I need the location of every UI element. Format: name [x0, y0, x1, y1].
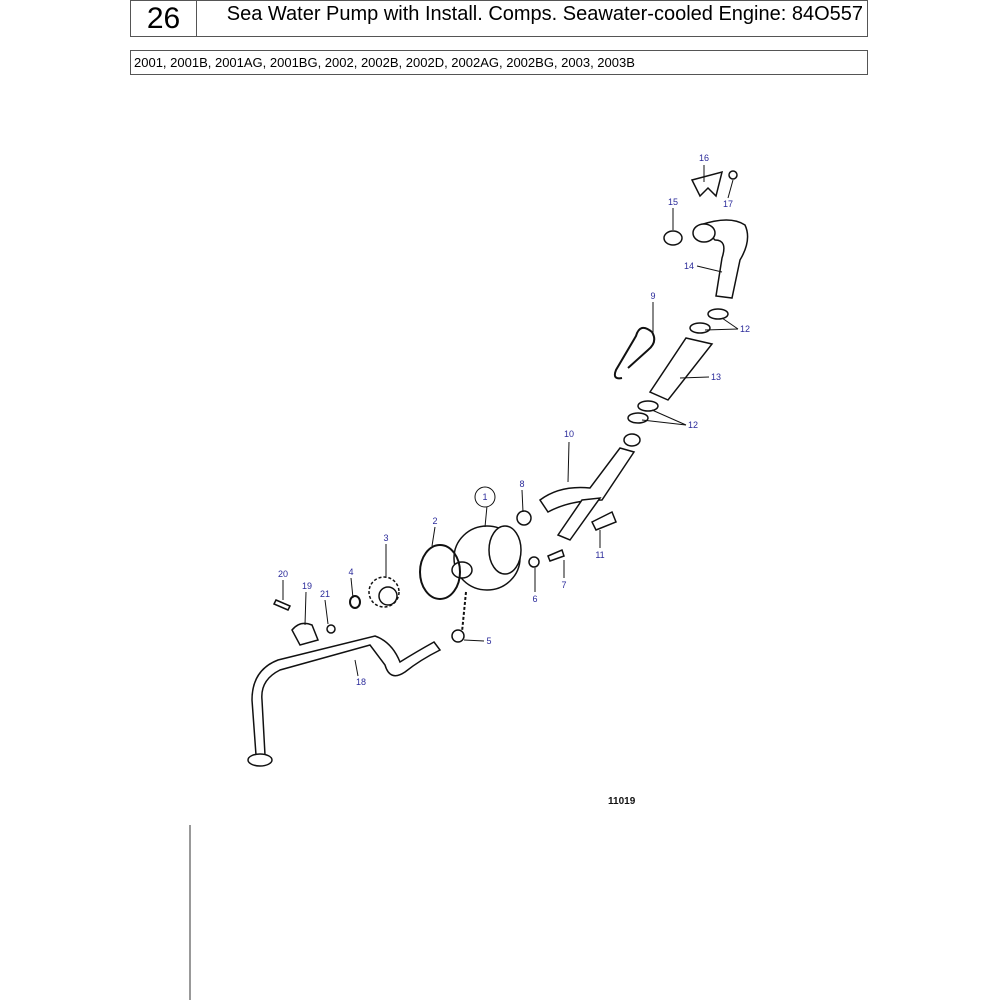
callout-19[interactable]: 19 — [302, 581, 312, 591]
part-12-clamp — [637, 400, 659, 412]
callout-9[interactable]: 9 — [650, 291, 655, 301]
callout-6[interactable]: 6 — [532, 594, 537, 604]
main-part-circle — [474, 486, 496, 508]
part-7-screw — [547, 548, 565, 562]
page-header: 26 Sea Water Pump with Install. Comps. S… — [130, 0, 868, 37]
part-12-clamp — [689, 322, 711, 334]
part-2-o-ring — [419, 544, 461, 600]
part-1-pump-cover — [488, 525, 522, 575]
callout-18[interactable]: 18 — [356, 677, 366, 687]
part-4-ring — [349, 595, 361, 609]
callout-4[interactable]: 4 — [348, 567, 353, 577]
part-14-hose — [698, 219, 749, 299]
leader-lines — [282, 165, 739, 677]
connection-line — [461, 591, 467, 633]
callout-10[interactable]: 10 — [564, 429, 574, 439]
part-15-seal — [663, 230, 683, 246]
callout-1[interactable]: 1 — [482, 492, 487, 502]
callout-3[interactable]: 3 — [383, 533, 388, 543]
part-20-screw — [272, 599, 292, 611]
part-1-pump-shaft — [451, 561, 473, 579]
page-title: Sea Water Pump with Install. Comps. Seaw… — [226, 3, 863, 25]
callout-14[interactable]: 14 — [684, 261, 694, 271]
part-19-clip — [291, 622, 320, 646]
callout-5[interactable]: 5 — [486, 636, 491, 646]
callout-12[interactable]: 12 — [740, 324, 750, 334]
part-9-spring-clip — [613, 326, 656, 380]
callout-17[interactable]: 17 — [723, 199, 733, 209]
callout-11[interactable]: 11 — [595, 550, 604, 560]
part-16-bracket — [690, 170, 724, 198]
callout-2[interactable]: 2 — [432, 516, 437, 526]
callout-21[interactable]: 21 — [320, 589, 330, 599]
part-10-pipe — [538, 447, 636, 513]
callout-15[interactable]: 15 — [668, 197, 678, 207]
part-11-screw — [590, 510, 617, 531]
callout-12[interactable]: 12 — [688, 420, 698, 430]
part-5-seal — [451, 629, 465, 643]
part-13-hose — [648, 337, 714, 401]
part-10-pipe-end — [623, 433, 641, 447]
model-list: 2001, 2001B, 2001AG, 2001BG, 2002, 2002B… — [130, 50, 868, 75]
callout-13[interactable]: 13 — [711, 372, 721, 382]
part-14-hose-end — [692, 223, 716, 243]
part-10-bracket — [556, 497, 602, 541]
figure-number: 11019 — [608, 796, 636, 807]
part-6-washer — [528, 556, 540, 568]
part-8-seal — [516, 510, 532, 526]
part-18-hose — [251, 635, 442, 756]
part-12-clamp — [707, 308, 729, 320]
part-21-nut — [326, 624, 336, 634]
callout-16[interactable]: 16 — [699, 153, 709, 163]
part-18-hose-clamp — [247, 753, 273, 767]
callout-8[interactable]: 8 — [519, 479, 524, 489]
part-12-clamp — [627, 412, 649, 424]
callout-20[interactable]: 20 — [278, 569, 288, 579]
page-number: 26 — [131, 1, 197, 36]
part-17-screw — [728, 170, 738, 180]
callout-7[interactable]: 7 — [561, 580, 566, 590]
part-3-gear-hub — [378, 586, 398, 606]
